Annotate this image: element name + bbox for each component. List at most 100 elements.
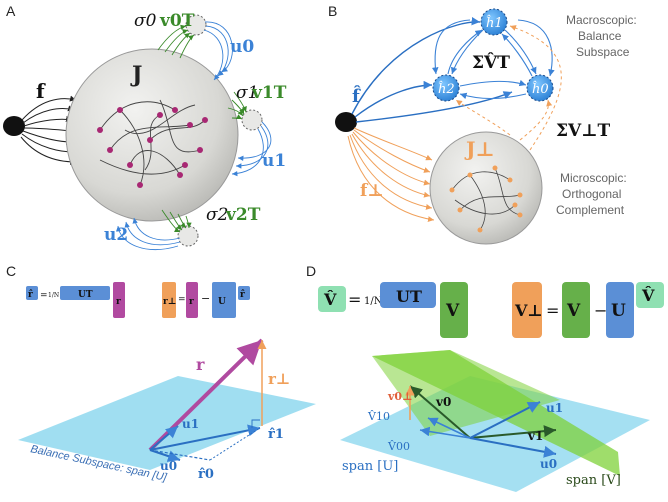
eq2-minus: − [201,292,210,305]
h2-label: ĥ2 [438,81,455,97]
eq1-r: r [116,297,121,307]
eq1-ut-box-d [380,282,436,308]
matrix-j-label: J [130,62,142,88]
eq2-vhat: V̂ [641,286,655,305]
orthogonal-network [451,167,521,231]
eq2-r: r [189,297,194,307]
svg-text:Microscopic:: Microscopic: [560,171,627,185]
panel-c: C r̂ = 1/N UT r r⊥ = r − U r̂ Balance Su… [6,263,316,484]
micro-caption: Microscopic: Orthogonal Complement [556,171,627,217]
sigma2-label: σ2 [206,205,228,225]
macro-caption: Macroscopic: Balance Subspace [566,13,637,59]
panel-a: A f J [3,3,287,251]
eq2-minus-d: − [594,301,607,320]
span-v-label: span [V] [566,473,621,488]
eq1-r-box [113,282,125,318]
vector-u1 [149,425,179,451]
input-arrows [20,95,77,165]
eq1-frac: 1/N [48,292,59,299]
eq1-equals-d: = [348,290,361,309]
eq1-ut-box [60,286,110,300]
eq1-vhat: V̂ [323,290,337,309]
input-node [3,116,25,136]
output-node-2 [177,225,199,247]
vector-r-label: r [196,355,205,374]
macro-node-h1 [480,8,508,36]
eq1-equals: = [40,291,48,301]
vector-v0 [409,385,471,439]
right-angle-mark [251,419,260,428]
panel-b-letter: B [328,3,337,19]
orthogonal-nodes [449,165,523,233]
svg-text:Complement: Complement [556,203,625,217]
fperp-label: f⊥ [360,181,384,201]
panel-b: B f̂ ĥ1 ĥ2 ĥ0 [328,3,637,245]
internal-network [99,99,206,186]
sigma-vhat-label: ΣV̂T [472,53,510,73]
panel-d-letter: D [306,263,316,279]
macro-input-arrows [351,16,513,123]
vector-r0-line [149,449,211,461]
input-f-label: f [36,79,46,103]
eq2-v: V [566,301,581,321]
vector-u0 [149,449,181,462]
macro-node-h0 [526,74,554,102]
vector-u0-label: u0 [160,459,177,473]
u2-label: u2 [104,225,128,245]
eq1-frac-d: 1/N [364,296,383,307]
eq2-rperp: r⊥ [163,297,176,307]
eq2-r-box [186,282,198,318]
eq2-equals-d: = [546,301,559,320]
vector-r0-label: r̂0 [198,467,214,482]
eq2-rperp-box [162,282,176,318]
output-node-0 [185,14,207,36]
proj-dashed [209,427,261,461]
fhat-label: f̂ [352,85,361,107]
micro-to-macro-arrows [455,25,562,151]
eq2-vhat-box [636,282,664,308]
vector-v10-label: V̂10 [367,410,390,423]
svg-text:Orthogonal: Orthogonal [562,187,621,201]
readout-arrows-green [157,24,247,233]
vector-u1-label: u1 [182,417,199,431]
vector-v00 [419,426,471,439]
vector-v10 [427,417,471,439]
vector-u1-d [469,401,541,439]
vector-v0-label: v0 [435,395,451,409]
eq2-rhat-box [238,286,250,300]
span-v-plane-front [372,350,560,436]
macro-node-h2 [432,74,460,102]
v1t-label: v1T [251,83,287,103]
jperp-label: J⊥ [464,137,495,161]
eq2-u-d: U [611,301,626,321]
eq1-ut-d: UT [396,287,422,306]
sigma0-label: σ0 [134,11,157,31]
vector-v1-label: v1 [527,429,543,443]
input-node-b [335,112,357,132]
vector-r1-label: r̂1 [268,427,284,442]
vector-v1 [469,425,557,439]
eq1-v: V [445,301,460,321]
svg-text:Subspace: Subspace [576,45,630,59]
svg-text:Macroscopic:: Macroscopic: [566,13,637,27]
vector-u0-d-label: u0 [540,457,557,471]
eq2-u-box-d [606,282,634,338]
vector-proj-r [149,424,261,451]
eq2-v-box [562,282,590,338]
orthogonal-sphere [429,131,543,245]
vector-rperp-label: r⊥ [268,370,290,388]
eq1-v-box [440,282,468,338]
eq2-u-box [212,282,236,318]
span-u-label: span [U] [342,459,398,474]
panel-d: D V̂ = 1/N UT V V⊥ = V − U V̂ span [U] s… [306,263,664,492]
eq2-u: U [218,297,226,307]
eq1-vhat-box [318,286,346,312]
output-node-1 [241,109,263,131]
internal-nodes [97,107,208,188]
h0-label: ĥ0 [532,81,549,97]
feedback-arrows-blue [115,21,272,251]
v0t-label: v0T [159,11,195,31]
eq2-rhat: r̂ [240,289,245,300]
eq2-equals: = [178,295,186,305]
